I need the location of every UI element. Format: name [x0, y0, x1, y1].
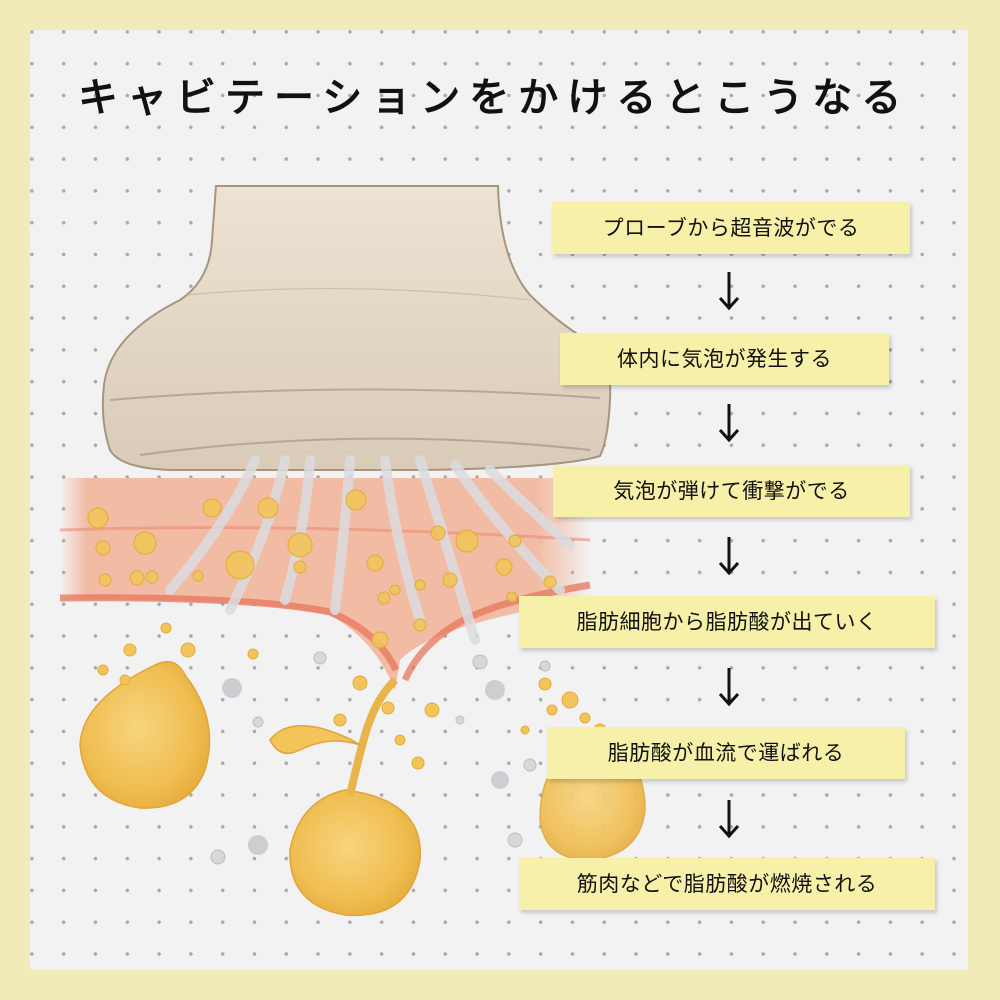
step-box-5: 脂肪酸が血流で運ばれる: [547, 727, 905, 779]
arrow-down-icon: [717, 270, 741, 312]
page-title: キャビテーションをかけるとこうなる: [78, 75, 911, 121]
fat-cells: [87, 489, 557, 649]
step-box-6: 筋肉などで脂肪酸が燃焼される: [519, 858, 935, 910]
step-box-2: 体内に気泡が発生する: [560, 333, 889, 385]
bubbles: [210, 651, 551, 865]
ultrasound-waves: [165, 455, 575, 645]
arrow-down-icon: [717, 666, 741, 708]
arrow-down-icon: [717, 535, 741, 577]
step-box-4: 脂肪細胞から脂肪酸が出ていく: [519, 596, 935, 648]
small-droplets: [97, 622, 607, 770]
step-box-3: 気泡が弾けて衝撃がでる: [553, 465, 910, 517]
step-box-1: プローブから超音波がでる: [552, 202, 910, 254]
arrow-down-icon: [717, 798, 741, 840]
spiky-particles: [222, 678, 509, 855]
arrow-down-icon: [717, 402, 741, 444]
cavitation-illustration: [59, 185, 646, 917]
probe-icon: [101, 185, 612, 471]
